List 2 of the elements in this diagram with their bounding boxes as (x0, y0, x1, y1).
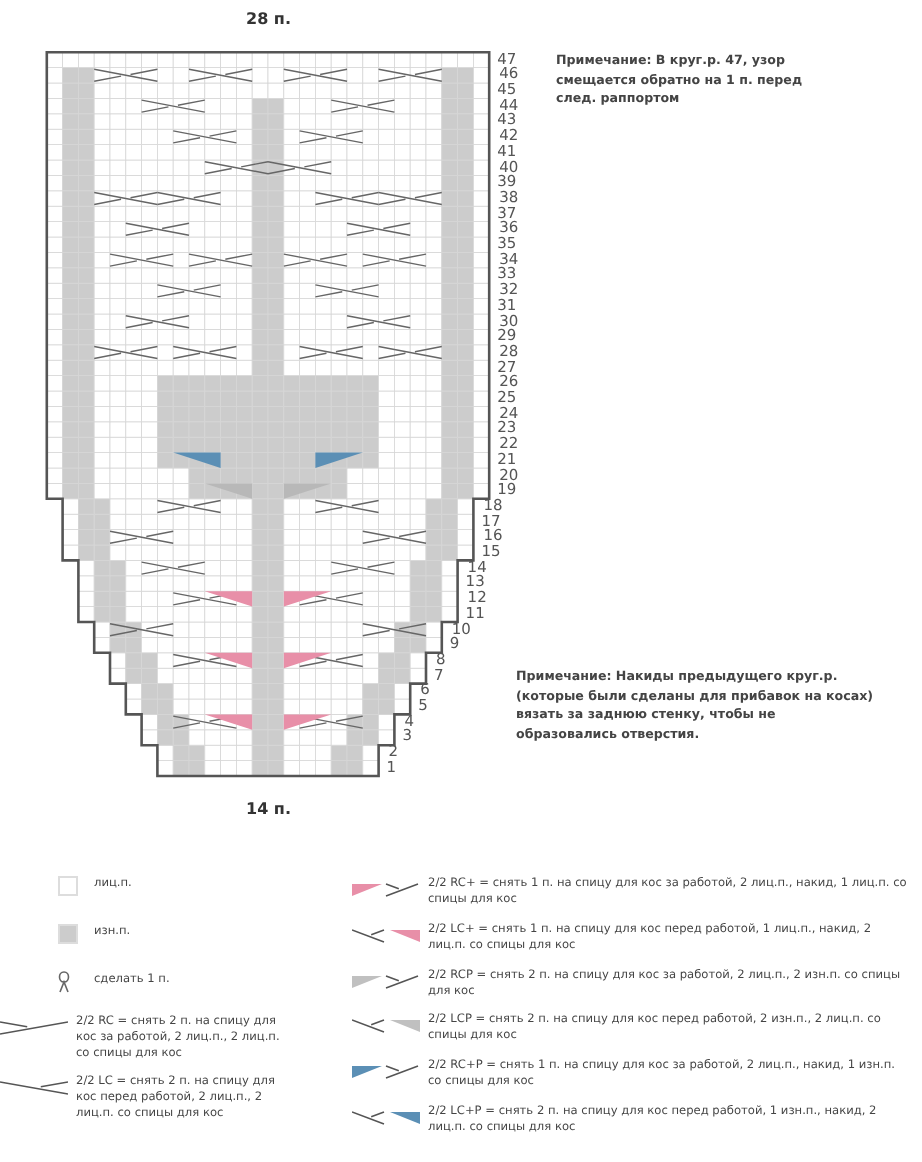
stitch-count: 14 п. (246, 800, 291, 818)
stitch-count: 28 п. (246, 10, 291, 28)
